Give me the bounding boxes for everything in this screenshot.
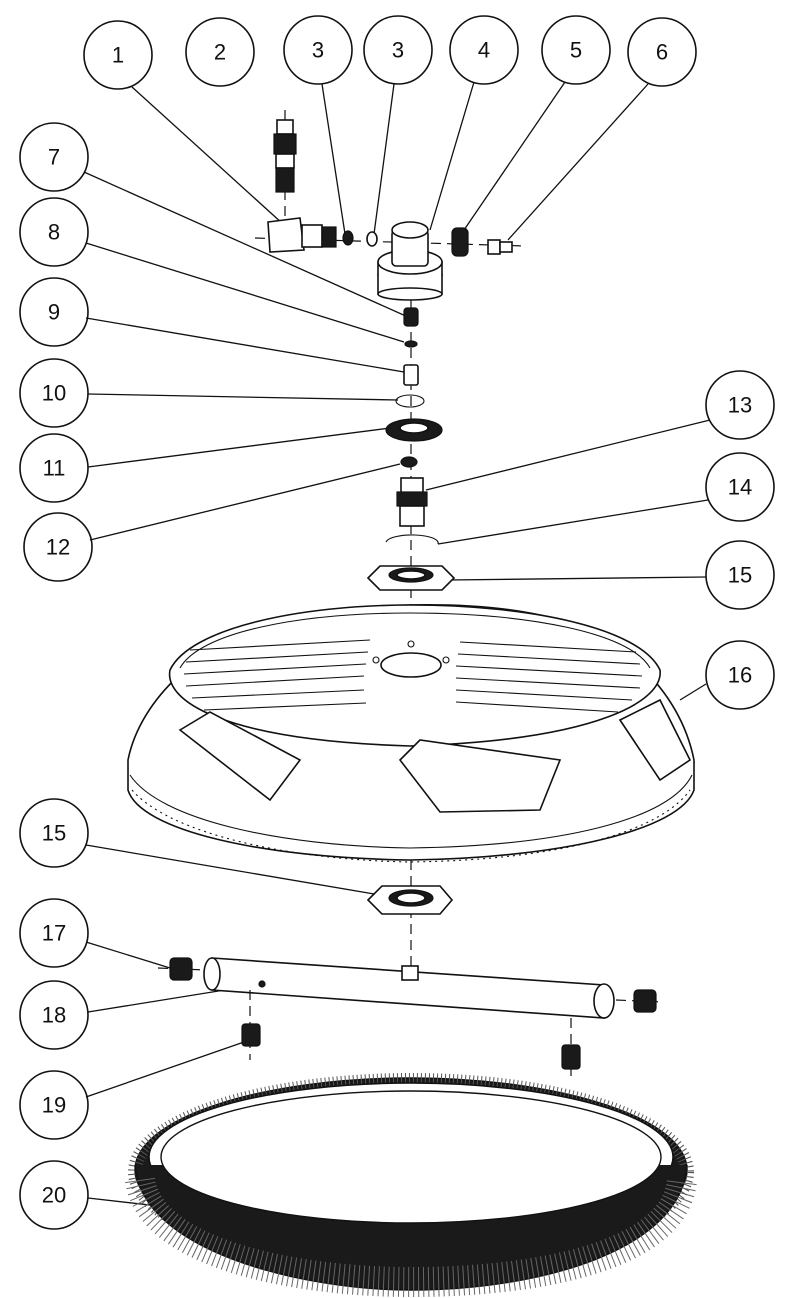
svg-text:15: 15 bbox=[728, 563, 752, 588]
svg-text:9: 9 bbox=[48, 300, 60, 325]
svg-text:5: 5 bbox=[570, 38, 582, 63]
part-16-lid bbox=[127, 604, 695, 863]
callout-3a: 3 bbox=[283, 15, 353, 85]
callout-11: 11 bbox=[19, 433, 89, 503]
svg-text:15: 15 bbox=[42, 821, 66, 846]
callout-8: 8 bbox=[19, 197, 89, 267]
callout-1: 1 bbox=[83, 20, 153, 90]
part-7-spring bbox=[403, 307, 419, 327]
callout-12: 12 bbox=[23, 512, 93, 582]
callout-20: 20 bbox=[19, 1160, 89, 1230]
svg-text:11: 11 bbox=[43, 456, 66, 481]
svg-text:18: 18 bbox=[42, 1003, 66, 1028]
part-8-washer bbox=[404, 340, 418, 348]
part-13-shaft-adapter bbox=[396, 477, 428, 527]
callout-7: 7 bbox=[19, 122, 89, 192]
callout-2: 2 bbox=[185, 17, 255, 87]
part-15-nut-top bbox=[366, 565, 456, 591]
part-4-valve-housing bbox=[377, 221, 443, 301]
callout-6: 6 bbox=[627, 17, 697, 87]
callout-17: 17 bbox=[19, 898, 89, 968]
callout-13: 13 bbox=[705, 370, 775, 440]
svg-text:16: 16 bbox=[728, 663, 752, 688]
svg-text:1: 1 bbox=[112, 43, 124, 68]
svg-text:8: 8 bbox=[48, 220, 60, 245]
part-6-screw bbox=[487, 239, 513, 255]
svg-text:4: 4 bbox=[478, 38, 490, 63]
part-14-snap-ring bbox=[385, 534, 439, 545]
callout-14: 14 bbox=[705, 452, 775, 522]
part-3-o-rings bbox=[342, 230, 378, 247]
callout-15-bottom: 15 bbox=[19, 798, 89, 868]
svg-text:13: 13 bbox=[728, 393, 752, 418]
part-5-knob bbox=[451, 227, 469, 257]
svg-text:3: 3 bbox=[392, 38, 404, 63]
svg-text:3: 3 bbox=[312, 38, 324, 63]
part-2-hose-fitting bbox=[273, 119, 297, 193]
callout-16: 16 bbox=[705, 640, 775, 710]
part-11-bearing bbox=[385, 418, 443, 442]
part-17-end-caps bbox=[157, 957, 665, 1013]
valve-axis bbox=[254, 237, 526, 247]
svg-text:7: 7 bbox=[48, 145, 60, 170]
part-12-seal bbox=[400, 456, 418, 468]
svg-text:2: 2 bbox=[214, 40, 226, 65]
leader-lines bbox=[83, 81, 711, 1209]
callout-9: 9 bbox=[19, 277, 89, 347]
part-1-valve-body bbox=[267, 217, 337, 253]
part-15-nut-bottom bbox=[366, 885, 454, 915]
part-10-ring bbox=[395, 394, 425, 408]
callout-5: 5 bbox=[541, 15, 611, 85]
callout-4: 4 bbox=[449, 15, 519, 85]
svg-text:14: 14 bbox=[728, 475, 752, 500]
svg-text:6: 6 bbox=[656, 40, 668, 65]
lid-slots-right bbox=[455, 641, 643, 713]
callout-18: 18 bbox=[19, 980, 89, 1050]
svg-text:12: 12 bbox=[46, 535, 70, 560]
svg-text:20: 20 bbox=[42, 1183, 66, 1208]
callout-3b: 3 bbox=[363, 15, 433, 85]
part-20-filter-ring bbox=[125, 1073, 697, 1298]
svg-text:19: 19 bbox=[42, 1093, 66, 1118]
svg-text:10: 10 bbox=[42, 381, 66, 406]
lid-slots-left bbox=[183, 639, 371, 711]
callout-15-top: 15 bbox=[705, 540, 775, 610]
part-9-pin bbox=[403, 364, 419, 386]
svg-text:17: 17 bbox=[42, 921, 66, 946]
callout-10: 10 bbox=[19, 358, 89, 428]
callout-19: 19 bbox=[19, 1070, 89, 1140]
part-19-fittings bbox=[241, 990, 581, 1082]
part-18-lateral-pipe bbox=[203, 957, 615, 1019]
